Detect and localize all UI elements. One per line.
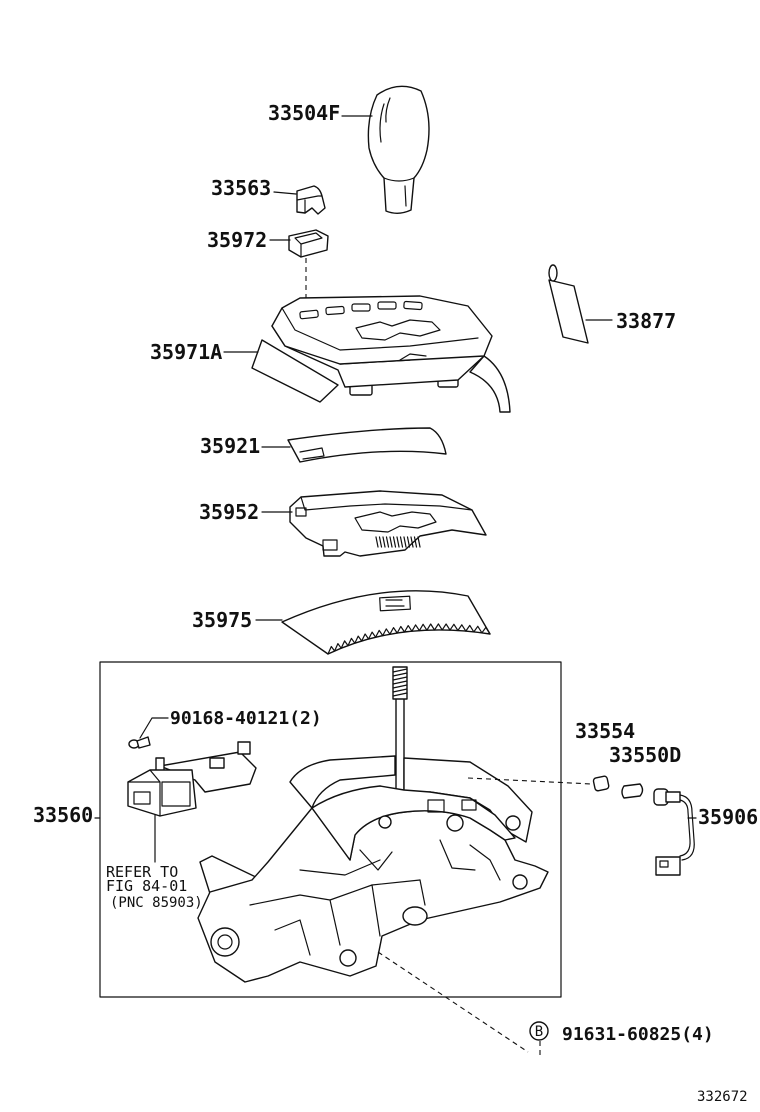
- callout-bulb: 33554: [575, 719, 635, 743]
- housing-drawing: [251, 295, 511, 413]
- callout-housing: 35971A: [150, 340, 222, 364]
- assembly-frame: [99, 661, 562, 998]
- assembly-guide-line: [377, 951, 529, 1053]
- callout-slide-cover: 35975: [192, 608, 252, 632]
- leader-line: [139, 717, 169, 739]
- lever-thread-hatch: [392, 668, 408, 697]
- callout-indicator: 35952: [199, 500, 259, 524]
- callout-tag: 33877: [616, 309, 676, 333]
- assembly-guide-line: [467, 777, 593, 785]
- callout-assembly: 33560: [33, 803, 93, 827]
- screw-drawing: [128, 736, 151, 749]
- solenoid-drawing: [127, 741, 257, 817]
- reference-note-line-2: FIG 84-01: [106, 877, 187, 895]
- bolt-badge-circle: [529, 1021, 549, 1041]
- slide-cover-drawing: [281, 590, 491, 655]
- plate-drawing: [287, 427, 447, 463]
- leader-line: [273, 191, 297, 195]
- reference-note-line-3: (PNC 85903): [110, 895, 203, 911]
- tag-drawing: [548, 264, 589, 344]
- shifter-assembly-drawing: [197, 666, 549, 983]
- indicator-drawing: [289, 490, 487, 557]
- indicator-rack-hatch: [375, 536, 421, 548]
- knob-drawing: [367, 85, 430, 214]
- callout-socket: 35906: [698, 805, 758, 829]
- lens-drawing: [621, 783, 644, 799]
- bulb-drawing: [592, 775, 610, 792]
- callout-plate: 35921: [200, 434, 260, 458]
- callout-bolt: 91631-60825(4): [562, 1024, 714, 1045]
- bezel-drawing: [288, 229, 329, 258]
- callout-lens: 33550D: [609, 743, 681, 767]
- slide-cover-teeth: [327, 623, 491, 655]
- lamp-socket-drawing: [653, 788, 695, 876]
- bolt-badge: B: [535, 1024, 543, 1040]
- clip-drawing: [296, 185, 326, 215]
- callout-screw: 90168-40121(2): [170, 708, 322, 729]
- callout-bezel: 35972: [207, 228, 267, 252]
- reference-note-line-1: REFER TO: [106, 863, 178, 881]
- callout-knob: 33504F: [268, 101, 340, 125]
- callout-clip: 33563: [211, 176, 271, 200]
- illustration-number: 332672: [697, 1089, 748, 1105]
